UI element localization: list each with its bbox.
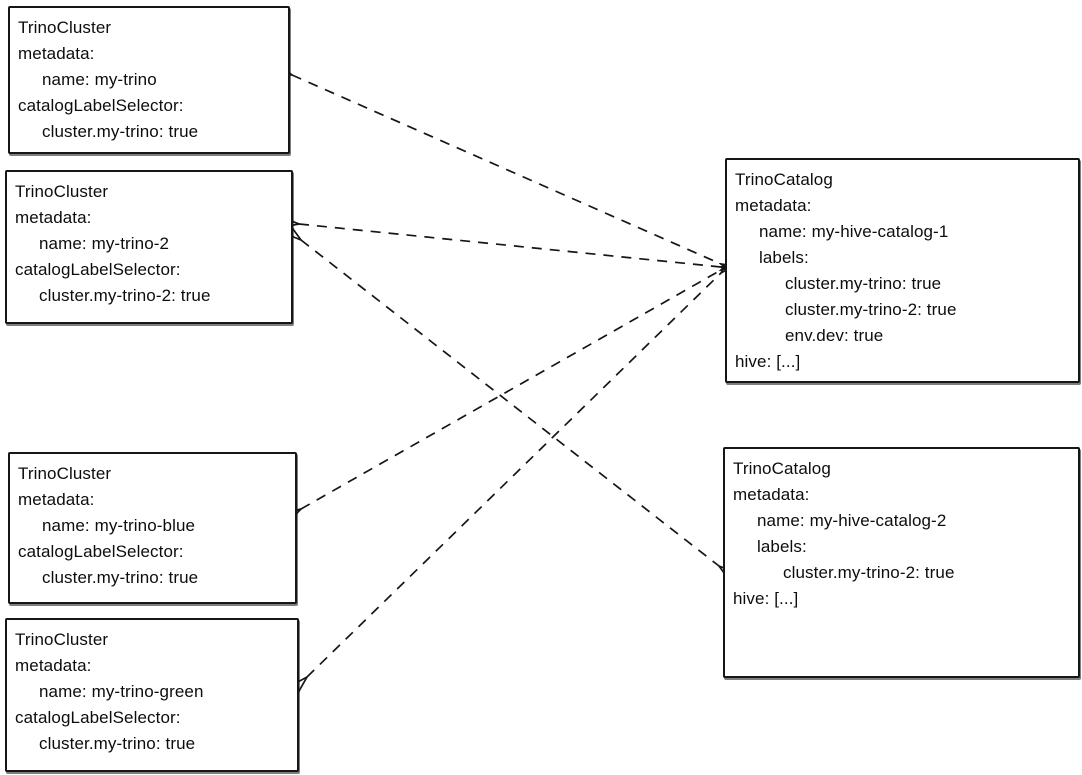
node-title: TrinoCatalog (733, 459, 831, 478)
yaml-line: cluster.my-trino: true (785, 274, 942, 293)
edge-my-trino-2--catalog-2 (301, 240, 719, 566)
yaml-line: cluster.my-trino-2: true (39, 286, 211, 305)
yaml-line: name: my-trino (42, 70, 157, 89)
yaml-line: hive: [...] (733, 589, 799, 608)
yaml-line: cluster.my-trino: true (39, 734, 196, 753)
node-title: TrinoCluster (15, 630, 109, 649)
edge-my-trino-green--catalog-1 (307, 273, 721, 677)
yaml-line: cluster.my-trino: true (42, 568, 199, 587)
yaml-line: metadata: (15, 656, 92, 675)
yaml-line: labels: (759, 248, 809, 267)
yaml-line: catalogLabelSelector: (18, 96, 184, 115)
yaml-line: cluster.my-trino-2: true (785, 300, 957, 319)
yaml-line: env.dev: true (785, 326, 884, 345)
node-trino-cluster-my-trino-green: TrinoCluster metadata: name: my-trino-gre… (5, 618, 299, 772)
yaml-line: catalogLabelSelector: (15, 708, 181, 727)
edge-my-trino-2--catalog-1 (299, 224, 721, 267)
node-title: TrinoCluster (18, 18, 112, 37)
node-trino-cluster-my-trino: TrinoCluster metadata: name: my-trino cata… (8, 6, 290, 154)
node-title: TrinoCluster (15, 182, 109, 201)
yaml-line: metadata: (18, 490, 95, 509)
yaml-line: metadata: (15, 208, 92, 227)
edge-my-trino--catalog-1 (292, 75, 721, 264)
yaml-line: metadata: (733, 485, 810, 504)
yaml-line: catalogLabelSelector: (15, 260, 181, 279)
yaml-line: name: my-trino-green (39, 682, 204, 701)
yaml-line: hive: [...] (735, 352, 801, 371)
node-trino-cluster-my-trino-blue: TrinoCluster metadata: name: my-trino-blu… (8, 452, 297, 604)
yaml-line: cluster.my-trino: true (42, 122, 199, 141)
yaml-line: name: my-trino-blue (42, 516, 196, 535)
yaml-line: labels: (757, 537, 807, 556)
node-trino-catalog-my-hive-catalog-1: TrinoCatalog metadata: name: my-hive-cata… (725, 158, 1080, 383)
node-title: TrinoCatalog (735, 170, 833, 189)
yaml-line: name: my-hive-catalog-2 (757, 511, 947, 530)
yaml-line: name: my-hive-catalog-1 (759, 222, 949, 241)
edge-my-trino-blue--catalog-1 (301, 270, 721, 509)
node-title: TrinoCluster (18, 464, 112, 483)
yaml-line: metadata: (18, 44, 95, 63)
yaml-line: metadata: (735, 196, 812, 215)
node-trino-catalog-my-hive-catalog-2: TrinoCatalog metadata: name: my-hive-cata… (723, 447, 1080, 678)
yaml-line: name: my-trino-2 (39, 234, 170, 253)
yaml-line: catalogLabelSelector: (18, 542, 184, 561)
yaml-line: cluster.my-trino-2: true (783, 563, 955, 582)
node-trino-cluster-my-trino-2: TrinoCluster metadata: name: my-trino-2 ca… (5, 170, 293, 324)
